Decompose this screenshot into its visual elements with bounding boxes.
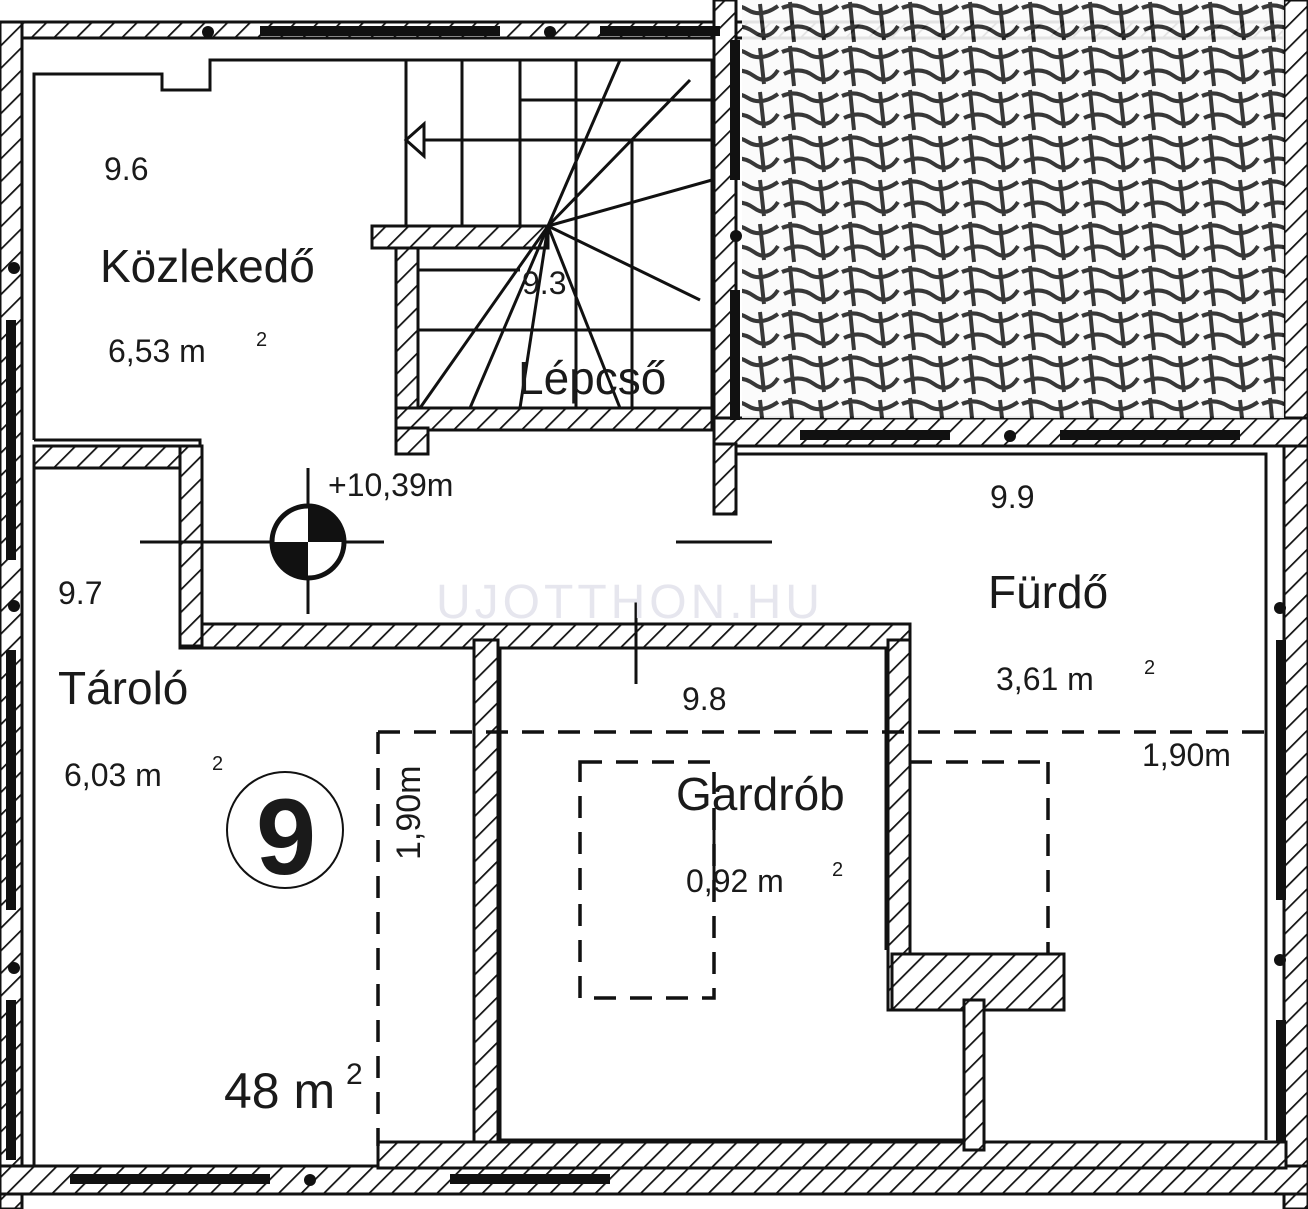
room-area-sup-furdo: 2	[1144, 657, 1155, 679]
room-code-gardrob: 9.8	[682, 681, 726, 717]
room-name-taroló: Tároló	[58, 662, 188, 714]
room-area-sup-kozlekedo: 2	[256, 329, 267, 351]
window-marks	[6, 26, 1286, 1186]
watermark: UJOTTHON.HU	[436, 576, 824, 629]
room-area-furdo: 3,61 m	[996, 661, 1094, 697]
height-mark-horizontal: 1,90m	[1142, 737, 1231, 773]
room-name-kozlekedo: Közlekedő	[100, 240, 315, 292]
room-code-furdo: 9.9	[990, 479, 1034, 515]
room-code-kozlekedo: 9.6	[104, 151, 148, 187]
room-name-gardrob: Gardrób	[676, 768, 845, 820]
floor-number-circle	[226, 771, 344, 889]
floor-number: 9	[256, 776, 316, 897]
level-mark-label: +10,39m	[328, 467, 453, 503]
staircase	[370, 59, 714, 456]
room-area-sup-gardrob: 2	[832, 859, 843, 881]
room-code-taroló: 9.7	[58, 575, 102, 611]
room-area-taroló: 6,03 m	[64, 757, 162, 793]
room-code-lepcso: 9.3	[522, 265, 566, 301]
room-name-furdo: Fürdő	[988, 566, 1108, 618]
level-datum-icon	[269, 503, 347, 581]
room-outlines	[32, 58, 1288, 1170]
room-area-sup-taroló: 2	[212, 753, 223, 775]
total-area: 48 m	[224, 1063, 335, 1119]
void-area	[742, 0, 1284, 418]
room-name-lepcso: Lépcső	[518, 352, 666, 404]
height-limit-lines	[376, 730, 1266, 1146]
total-area-sup: 2	[346, 1058, 363, 1091]
height-mark-vertical: 1,90m	[390, 766, 428, 861]
room-area-kozlekedo: 6,53 m	[108, 333, 206, 369]
room-area-gardrob: 0,92 m	[686, 863, 784, 899]
